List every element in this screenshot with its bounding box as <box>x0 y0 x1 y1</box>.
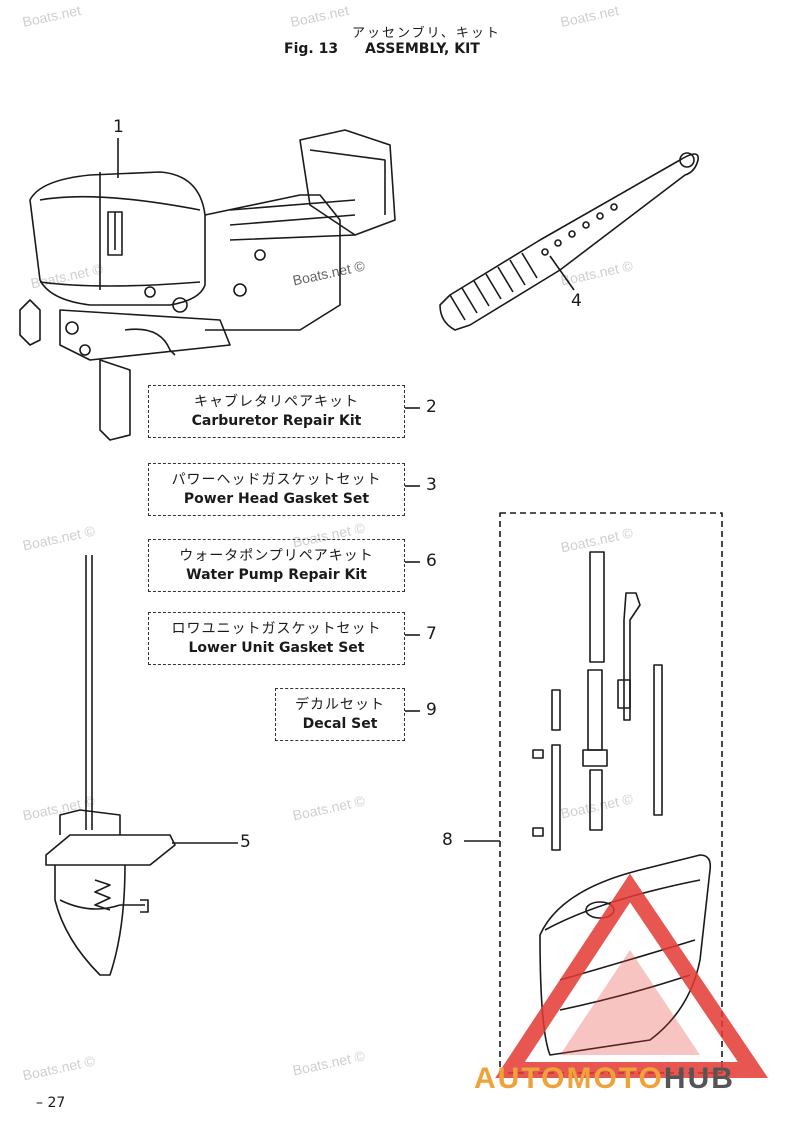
kit-box-decal: デカルセット Decal Set <box>275 688 405 741</box>
brand-logo-mark <box>495 873 769 1078</box>
callout-9: 9 <box>426 700 437 720</box>
callout-2: 2 <box>426 397 437 417</box>
callout-3: 3 <box>426 475 437 495</box>
callout-5: 5 <box>240 832 251 852</box>
figure-number: Fig. 13 <box>284 41 339 57</box>
tiller-handle-drawing <box>439 152 699 331</box>
kit-name-japanese: デカルセット <box>295 697 385 713</box>
kit-name-english: Water Pump Repair Kit <box>186 567 367 583</box>
callout-1: 1 <box>113 117 124 137</box>
kit-name-japanese: ウォータポンプリペアキット <box>179 548 374 564</box>
callout-8: 8 <box>442 830 453 850</box>
kit-box-lower-unit-gasket: ロワユニットガスケットセット Lower Unit Gasket Set <box>148 612 405 665</box>
kit-name-english: Lower Unit Gasket Set <box>188 640 365 656</box>
callout-6: 6 <box>426 551 437 571</box>
kit-box-carburetor: キャブレタリペアキット Carburetor Repair Kit <box>148 385 405 438</box>
brand-logo-text: AUTOMOTOHUB <box>474 1062 735 1096</box>
page-number: – 27 <box>36 1095 66 1111</box>
kit-box-power-head: パワーヘッドガスケットセット Power Head Gasket Set <box>148 463 405 516</box>
kit-name-japanese: パワーヘッドガスケットセット <box>171 472 382 488</box>
kit-name-english: Decal Set <box>302 716 378 732</box>
carburetor-assembly-drawing <box>19 129 396 441</box>
callout-7: 7 <box>426 624 437 644</box>
figure-title-japanese: アッセンブリ、キット <box>352 26 501 41</box>
kit-name-english: Carburetor Repair Kit <box>191 413 362 429</box>
kit-box-water-pump: ウォータポンプリペアキット Water Pump Repair Kit <box>148 539 405 592</box>
figure-title-english: ASSEMBLY, KIT <box>364 41 480 57</box>
kit-name-japanese: キャブレタリペアキット <box>194 394 359 410</box>
lower-unit-drawing <box>45 555 176 976</box>
brand-text-part2: HUB <box>663 1062 735 1095</box>
brand-text-part1: AUTOMOTO <box>474 1062 664 1095</box>
figure-title: Fig. 13 ASSEMBLY, KIT <box>284 41 480 57</box>
kit-name-japanese: ロワユニットガスケットセット <box>171 621 382 637</box>
callout-4: 4 <box>571 291 582 311</box>
kit-name-english: Power Head Gasket Set <box>183 491 370 507</box>
